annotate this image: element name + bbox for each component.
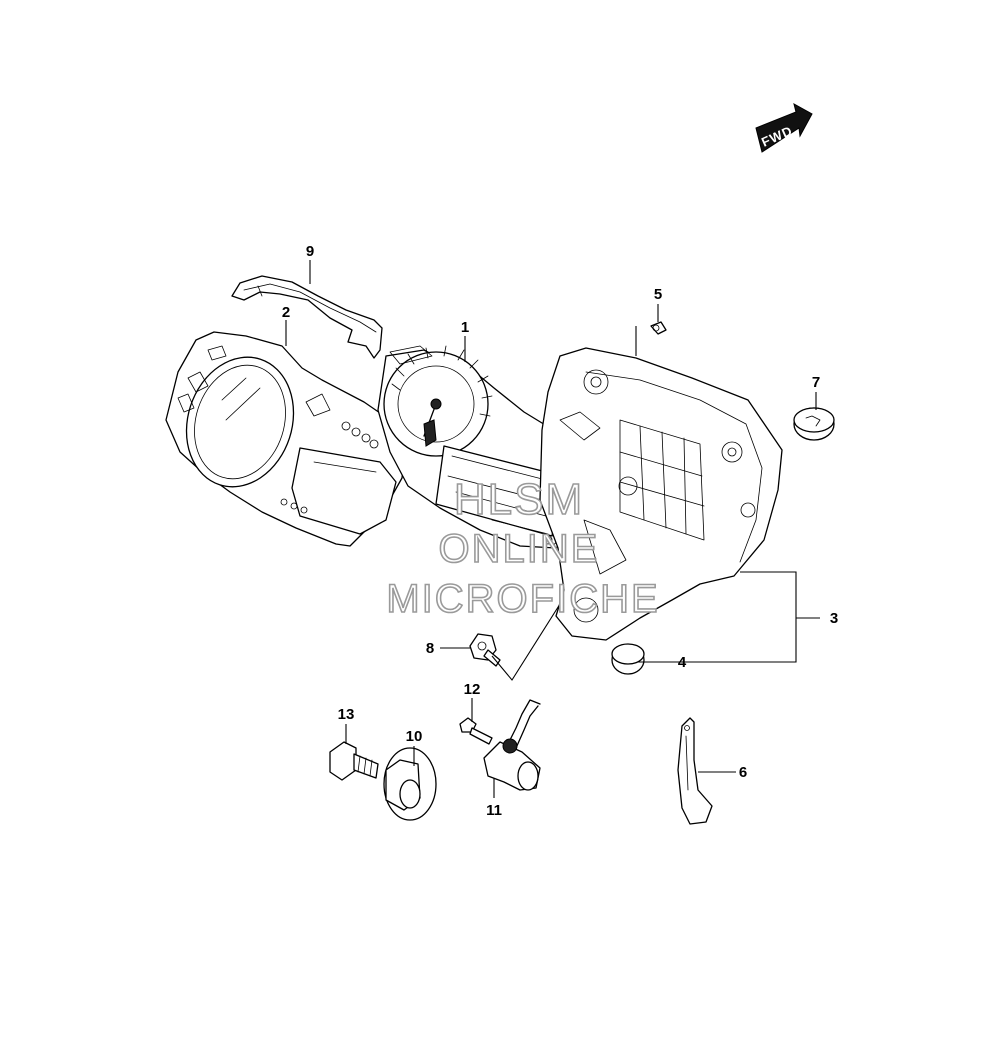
label-part-9: 9	[306, 243, 314, 260]
label-part-5: 5	[654, 286, 662, 303]
label-part-6: 6	[739, 764, 747, 781]
part-9-seal-strip	[231, 275, 383, 359]
label-part-4: 4	[678, 654, 687, 671]
part-11-sensor	[483, 699, 541, 791]
watermark-line-1: HLSM	[454, 475, 584, 524]
leader-lines	[285, 260, 820, 798]
part-13-bolt	[329, 741, 379, 781]
part-1-meter-assembly	[377, 345, 589, 551]
part-8-bolt	[469, 633, 501, 667]
label-part-11: 11	[486, 802, 502, 819]
label-part-2: 2	[282, 304, 290, 321]
part-3-lower-case	[539, 347, 783, 641]
label-part-3: 3	[830, 610, 838, 627]
watermark-line-2: ONLINE	[439, 527, 600, 571]
fwd-arrow-icon: FWD	[755, 103, 813, 153]
label-part-7: 7	[812, 374, 820, 391]
part-4-cushion	[611, 643, 645, 675]
part-10-spacer	[383, 747, 437, 821]
label-part-13: 13	[338, 706, 355, 723]
part-6-strap	[677, 717, 713, 825]
part-labels: 9 2 1 5 7 3 4 8 12 13 10 11 6	[282, 243, 838, 819]
watermark-line-3: MICROFICHE	[386, 577, 659, 621]
part-12-screw	[459, 717, 493, 745]
part-5-screw	[650, 321, 667, 335]
label-part-10: 10	[406, 728, 423, 745]
label-part-8: 8	[426, 640, 434, 657]
watermark: HLSM ONLINE MICROFICHE	[386, 474, 659, 622]
part-7-grommet	[793, 407, 835, 441]
label-part-1: 1	[461, 319, 469, 336]
label-part-12: 12	[464, 681, 481, 698]
part-2-meter-cover	[165, 331, 407, 547]
